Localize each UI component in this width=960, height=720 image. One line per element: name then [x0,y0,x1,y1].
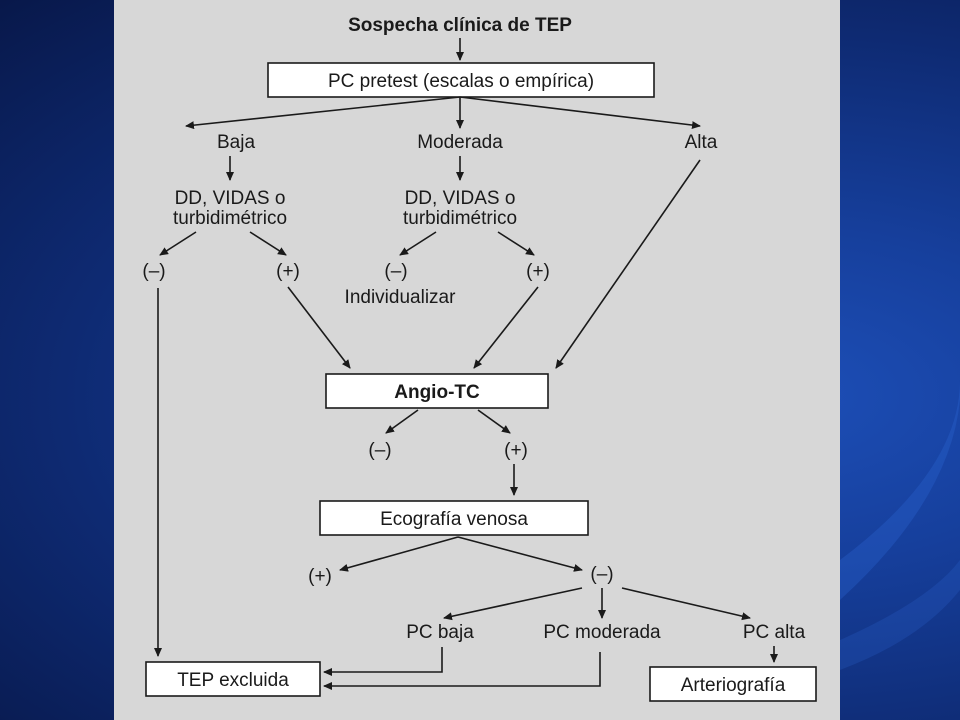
angio-neg-label: (–) [368,440,391,461]
low-pos-label: (+) [276,261,300,282]
individualize-label: Individualizar [345,287,457,308]
arterio-label: Arteriografía [681,675,786,696]
arrow-pc-mid-excluded [323,652,601,690]
dd-low-line1: DD, VIDAS o [175,188,286,209]
arrow-neg-pc-low [443,587,583,621]
flowchart: Sospecha clínica de TEP PC pretest (esca… [142,15,817,702]
echo-box [319,500,589,536]
arrow-dd-low-neg [159,231,197,256]
arrow-dd-low-pos [249,231,287,256]
excluded-label: TEP excluida [177,670,289,691]
echo-label: Ecografía venosa [380,509,528,530]
arrow-dd-mid-neg [399,231,437,256]
arrow-dd-mid-pos [497,231,535,256]
arrow-high-angio [555,159,701,369]
arrow-low-pos-angio [287,286,351,369]
arrow-angio-pos [477,409,511,434]
arrow-pretest-high [459,96,701,130]
arrow-mid-pos-angio [473,286,539,369]
arterio-box [649,666,817,702]
low-neg-label: (–) [142,261,165,282]
arrow-echo-pos [339,536,459,572]
arrow-pc-low-excluded [323,647,443,676]
prob-mid-label: Moderada [417,132,503,153]
pretest-box [267,62,655,98]
diagram-panel: Sospecha clínica de TEP PC pretest (esca… [114,0,840,720]
angio-pos-label: (+) [504,440,528,461]
pc-mid-label: PC moderada [543,622,661,643]
prob-high-label: Alta [685,132,718,153]
pc-low-label: PC baja [406,622,474,643]
dd-low-line2: turbidimétrico [173,208,287,229]
arrow-echo-neg [457,536,583,572]
pretest-label: PC pretest (escalas o empírica) [328,71,594,92]
echo-neg-label: (–) [590,564,613,585]
pc-high-label: PC alta [743,622,806,643]
angio-label: Angio-TC [394,382,480,403]
arrow-pretest-low [185,96,461,130]
prob-low-label: Baja [217,132,255,153]
arrow-neg-pc-high [621,587,751,621]
dd-mid-line1: DD, VIDAS o [405,188,516,209]
echo-pos-label: (+) [308,566,332,587]
excluded-box [145,661,321,697]
diagram-title: Sospecha clínica de TEP [348,15,572,36]
mid-neg-label: (–) [384,261,407,282]
mid-pos-label: (+) [526,261,550,282]
dd-mid-line2: turbidimétrico [403,208,517,229]
arrow-angio-neg [385,409,419,434]
angio-box [325,373,549,409]
